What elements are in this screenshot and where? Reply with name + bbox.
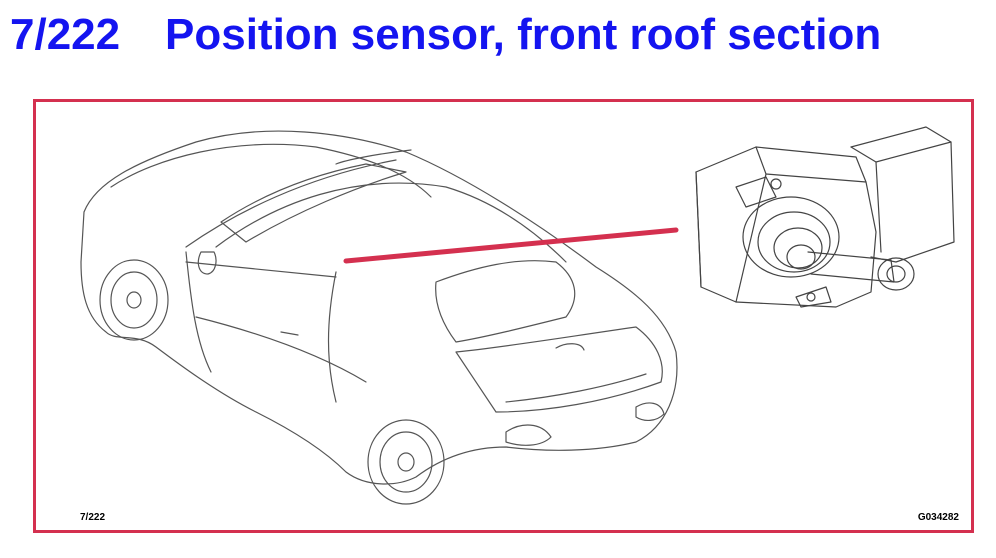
leader-line bbox=[343, 227, 679, 264]
page-title: 7/222 Position sensor, front roof section bbox=[10, 6, 881, 64]
figure-code: G034282 bbox=[917, 512, 959, 523]
illustration-frame: 7/222 G034282 bbox=[33, 99, 974, 533]
car-body bbox=[80, 130, 678, 485]
illustration bbox=[80, 126, 955, 505]
section-title: Position sensor, front roof section bbox=[165, 10, 882, 59]
sensor-drawing bbox=[695, 126, 955, 308]
section-number: 7/222 bbox=[10, 10, 121, 59]
page-reference: 7/222 bbox=[80, 512, 106, 523]
car-drawing bbox=[80, 130, 678, 505]
